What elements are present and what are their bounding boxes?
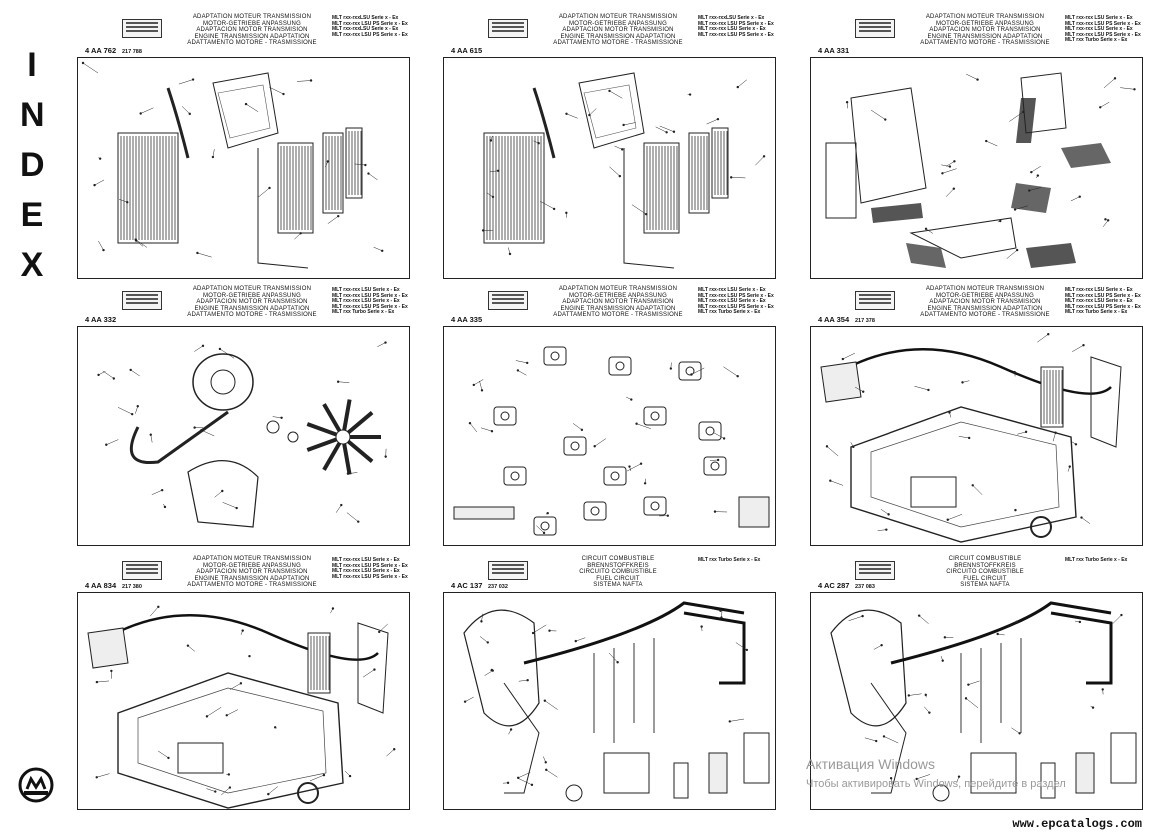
- exploded-parts-diagram[interactable]: [443, 326, 776, 546]
- reference-number: 237 083: [855, 584, 875, 590]
- page-code: 4 AC 137: [451, 581, 483, 590]
- parts-diagram-drawing: [830, 601, 1137, 802]
- page-code: 4 AA 762: [85, 46, 117, 55]
- model-series-list: MLT rxx-rxx LSU Serie x - Ex MLT rxx-rxx…: [332, 287, 408, 316]
- parts-diagram-drawing: [820, 333, 1122, 543]
- page-title: ADAPTATION MOTEUR TRANSMISSION MOTOR-GET…: [187, 556, 317, 589]
- exploded-parts-diagram[interactable]: [443, 57, 776, 279]
- symbol-legend-box: [855, 561, 895, 580]
- footer-url[interactable]: www.epcatalogs.com: [1012, 817, 1142, 831]
- model-series-list: MLT rxx Turbo Serie x - Ex: [1065, 557, 1128, 563]
- page-code: 4 AA 354: [818, 315, 850, 324]
- page-title: ADAPTATION MOTEUR TRANSMISSION MOTOR-GET…: [187, 286, 317, 319]
- exploded-parts-diagram[interactable]: [810, 592, 1143, 810]
- exploded-parts-diagram[interactable]: [443, 592, 776, 810]
- page-code: 4 AA 335: [451, 315, 483, 324]
- index-letter-e: E: [20, 196, 44, 234]
- reference-number: 217 380: [122, 584, 142, 590]
- parts-diagram-drawing: [825, 72, 1136, 268]
- symbol-legend-box: [488, 291, 528, 310]
- page-code: 4 AA 332: [85, 315, 117, 324]
- model-series-list: MLT rxx-rxxLSU Serie x - Ex MLT rxx-rxx …: [332, 15, 408, 38]
- page-title: ADAPTATION MOTEUR TRANSMISSION MOTOR-GET…: [553, 286, 683, 319]
- symbol-legend-box: [488, 19, 528, 38]
- reference-number: 217 378: [855, 318, 875, 324]
- model-series-list: MLT rxx-rxx LSU Serie x - Ex MLT rxx-rxx…: [698, 287, 774, 316]
- reference-number: 237 032: [488, 584, 508, 590]
- index-letter-i: I: [27, 46, 37, 84]
- watermark-title: Активация Windows: [806, 756, 936, 772]
- index-letter-n: N: [20, 96, 45, 134]
- parts-diagram-drawing: [453, 346, 770, 536]
- parts-diagram-drawing: [97, 341, 387, 528]
- model-series-list: MLT rxx Turbo Serie x - Ex: [698, 557, 761, 563]
- model-series-list: MLT rxx-rxx LSU Serie x - Ex MLT rxx-rxx…: [332, 557, 408, 580]
- exploded-parts-diagram[interactable]: [77, 592, 410, 810]
- index-letter-x: X: [20, 246, 44, 284]
- exploded-parts-diagram[interactable]: [810, 57, 1143, 279]
- page-code: 4 AA 834: [85, 581, 117, 590]
- manitou-logo-icon: [18, 767, 54, 803]
- page-code: 4 AA 331: [818, 46, 850, 55]
- parts-diagram-drawing: [481, 72, 766, 269]
- symbol-legend-box: [488, 561, 528, 580]
- exploded-parts-diagram[interactable]: [810, 326, 1143, 546]
- page-title: ADAPTATION MOTEUR TRANSMISSION MOTOR-GET…: [920, 14, 1050, 47]
- model-series-list: MLT rxx-rxxLSU Serie x - Ex MLT rxx-rxx …: [698, 15, 774, 38]
- exploded-parts-diagram[interactable]: [77, 57, 410, 279]
- symbol-legend-box: [122, 291, 162, 310]
- parts-diagram-drawing: [463, 601, 770, 802]
- page-title: CIRCUIT COMBUSTIBLE BRENNSTOFFKREIS CIRC…: [946, 556, 1024, 589]
- page-title: CIRCUIT COMBUSTIBLE BRENNSTOFFKREIS CIRC…: [579, 556, 657, 589]
- reference-number: 217 788: [122, 49, 142, 55]
- model-series-list: MLT rxx-rxx LSU Serie x - Ex MLT rxx-rxx…: [1065, 15, 1141, 44]
- model-series-list: MLT rxx-rxx LSU Serie x - Ex MLT rxx-rxx…: [1065, 287, 1141, 316]
- page-code: 4 AC 287: [818, 581, 850, 590]
- page-code: 4 AA 615: [451, 46, 483, 55]
- watermark-text: Чтобы активировать Windows, перейдите в …: [806, 778, 1066, 790]
- symbol-legend-box: [855, 291, 895, 310]
- index-letter-d: D: [20, 146, 45, 184]
- windows-activation-watermark: Активация Windows Чтобы активировать Win…: [806, 754, 1066, 794]
- page-title: ADAPTATION MOTEUR TRANSMISSION MOTOR-GET…: [920, 286, 1050, 319]
- symbol-legend-box: [855, 19, 895, 38]
- exploded-parts-diagram[interactable]: [77, 326, 410, 546]
- page-title: ADAPTATION MOTEUR TRANSMISSION MOTOR-GET…: [187, 14, 317, 47]
- page-title: ADAPTATION MOTEUR TRANSMISSION MOTOR-GET…: [553, 14, 683, 47]
- symbol-legend-box: [122, 561, 162, 580]
- parts-diagram-drawing: [81, 61, 384, 269]
- parts-diagram-drawing: [87, 605, 396, 809]
- symbol-legend-box: [122, 19, 162, 38]
